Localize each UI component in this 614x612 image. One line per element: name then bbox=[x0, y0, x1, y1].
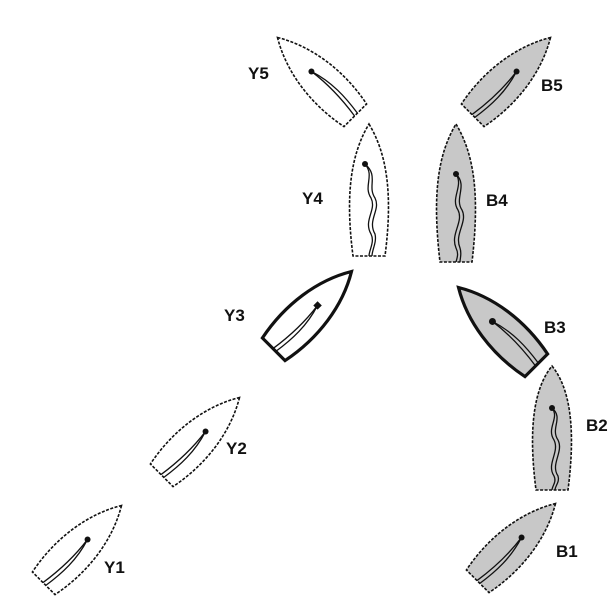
boat-y4: Y4 bbox=[302, 122, 390, 257]
boat-b4-hull bbox=[435, 122, 477, 263]
boat-b2-hull bbox=[531, 364, 573, 491]
boat-y3-label: Y3 bbox=[224, 306, 245, 325]
boat-b1-label: B1 bbox=[556, 542, 578, 561]
boat-y3-hull bbox=[260, 269, 354, 363]
boat-y1-hull bbox=[31, 504, 123, 596]
boat-y4-label: Y4 bbox=[302, 189, 323, 208]
boat-y2-hull bbox=[149, 396, 241, 488]
boat-b2: B2 bbox=[531, 364, 608, 491]
boat-b1: B1 bbox=[465, 502, 578, 594]
boat-y1-label: Y1 bbox=[104, 558, 125, 577]
boat-b5: B5 bbox=[460, 36, 563, 128]
boat-y1: Y1 bbox=[31, 504, 125, 596]
boat-y5-hull bbox=[276, 36, 368, 128]
boat-b5-label: B5 bbox=[541, 76, 563, 95]
boat-b2-label: B2 bbox=[586, 416, 608, 435]
boat-y5-label: Y5 bbox=[248, 64, 269, 83]
boat-y2-label: Y2 bbox=[226, 439, 247, 458]
boat-b4: B4 bbox=[435, 122, 508, 263]
boat-b3-hull bbox=[456, 285, 550, 379]
boat-y4-hull bbox=[348, 122, 390, 257]
boat-b3-label: B3 bbox=[544, 318, 566, 337]
boat-b1-hull bbox=[465, 502, 557, 594]
boat-y3: Y3 bbox=[224, 269, 354, 363]
boat-y5: Y5 bbox=[248, 36, 368, 128]
boat-b4-label: B4 bbox=[486, 191, 508, 210]
boat-y2: Y2 bbox=[149, 396, 247, 488]
boat-b3: B3 bbox=[456, 285, 566, 379]
boat-b5-hull bbox=[460, 36, 552, 128]
